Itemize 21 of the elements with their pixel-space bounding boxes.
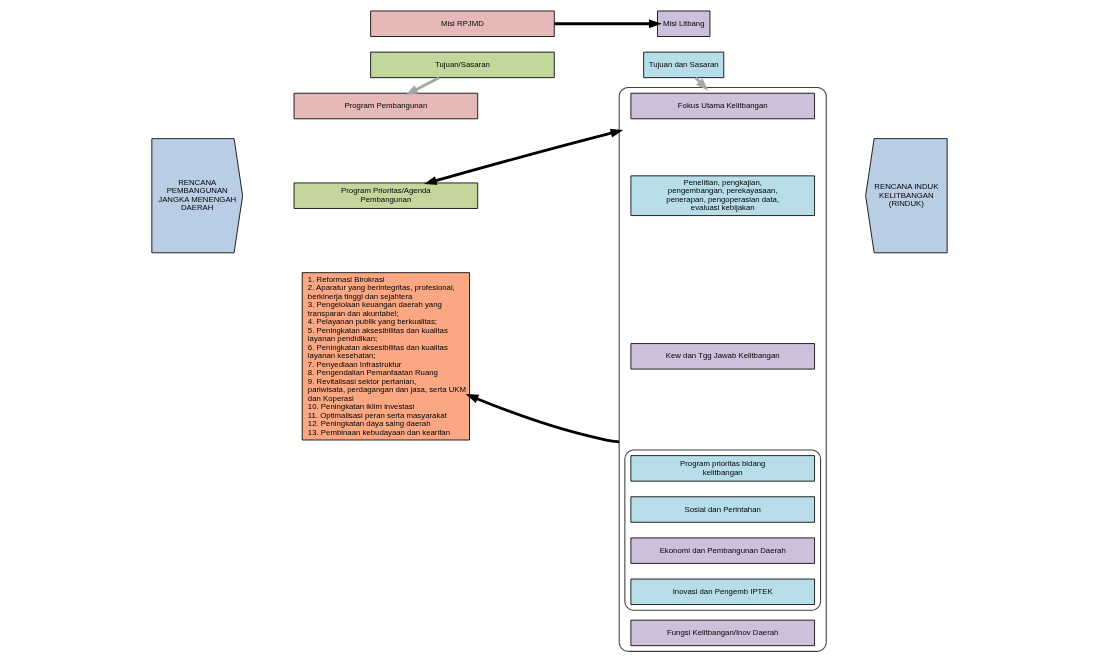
node-box: Misi RPJMD — [370, 10, 555, 37]
arrow — [423, 128, 624, 185]
node-box: Program Prioritas/Agenda Pembangunan — [293, 182, 479, 209]
node-box: Inovasi dan Pengemb IPTEK — [630, 578, 815, 605]
node-box: Fokus Utama Kelitbangan — [630, 92, 815, 120]
node-box: Sosial dan Perintahan — [630, 496, 815, 523]
node-box: Misi Litbang — [657, 10, 711, 37]
node-box: Penelitian, pengkajian, pengembangan, perekayasaan, penerapan, pengoperasian data, evaluasi kebijakan — [630, 175, 815, 216]
arrow — [554, 19, 662, 29]
node-box: Tujuan dan Sasaran — [643, 51, 725, 79]
node-box: Tujuan/Sasaran — [370, 51, 555, 79]
node-box: Kew dan Tgg Jawab Kelitbangan — [630, 343, 815, 370]
cluster — [624, 449, 822, 611]
node-box: Program prioritas bidang kelitbangan — [630, 455, 815, 482]
arrow — [405, 76, 440, 96]
node-box: Fungsi Kelitbangan/Inov Daerah — [630, 619, 815, 647]
node-box: Program Pembangunan — [293, 92, 479, 120]
cluster — [618, 87, 827, 652]
node-box: Ekonomi dan Pembangunan Daerah — [630, 537, 815, 564]
arrow — [465, 394, 620, 444]
node-box: 1. Reformasi Birokrasi 2. Aparatur yang berintegritas, profesional, berkinerja tinggi dan sejahtera 3. Pengelolaan keuangan daerah yang transparan dan akuntabel; 4. Pelayanan publik yang berkualitas; 5. Peningkatan aksesibilitas dan kualitas layanan pendidikan; 6. Peningkatan aksesibilitas dan kualitas layanan kesehatan; 7. Penyediaan Infrastruktur 8. Pengendalian Pemanfaatan Ruang 9. Revitalisasi sektor pertanian, pariwisata, perdagangan dan jasa, serta UKM dan Koperasi 10. Peningkatan iklim investasi 11. Optimalisasi peran serta masyarakat 12. Peningkatan daya saing daerah 13. Pembinaan kebudayaan dan kearifan — [301, 272, 470, 441]
